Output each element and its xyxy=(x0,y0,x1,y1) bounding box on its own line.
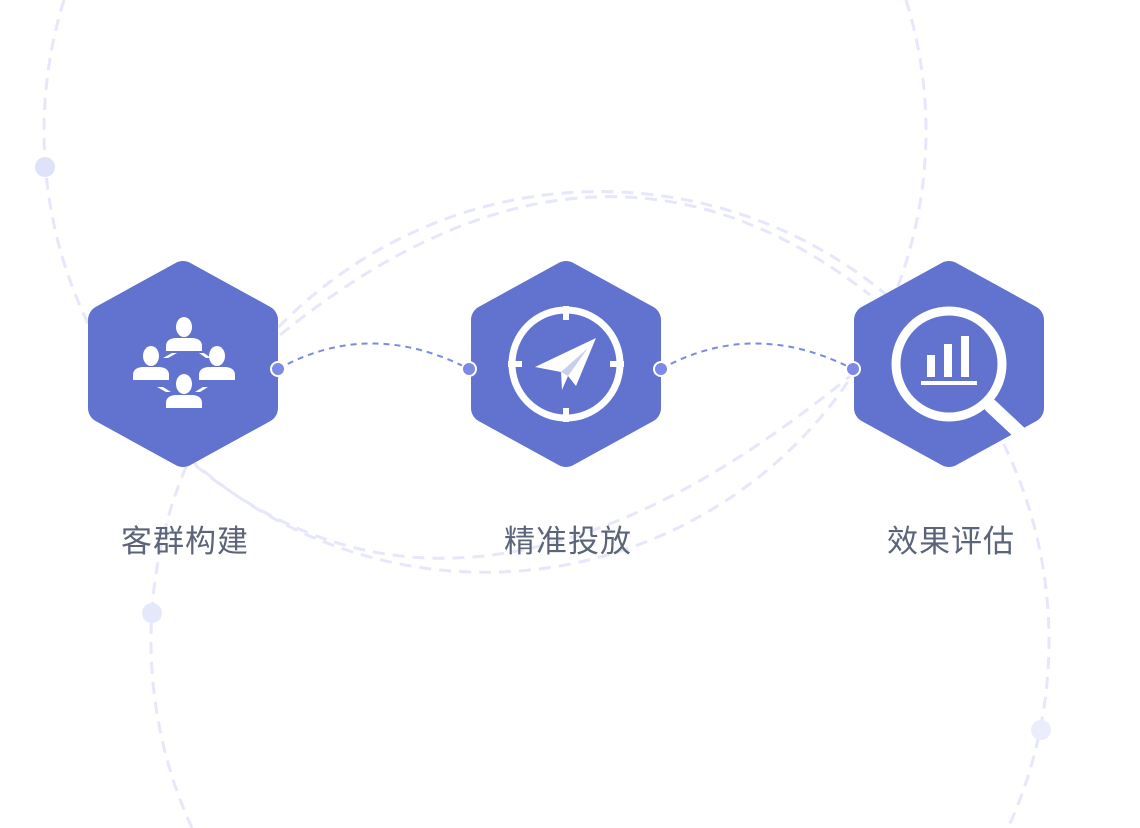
magnifier-chart-icon xyxy=(891,306,1030,443)
step-label-3: 效果评估 xyxy=(887,524,1015,560)
step-label-2: 精准投放 xyxy=(504,524,632,560)
background-dot xyxy=(35,157,55,177)
connector-node xyxy=(461,361,477,377)
connector-node xyxy=(845,361,861,377)
hexagon-step-3 xyxy=(869,276,1029,452)
connector-2-3 xyxy=(660,342,854,370)
background-dot xyxy=(1031,720,1051,740)
background-arc-middle-lower xyxy=(194,370,856,560)
people-network-icon xyxy=(133,317,235,408)
background-arc-bottom xyxy=(149,190,1051,828)
hexagon-step-1 xyxy=(103,276,263,452)
hexagon-step-2 xyxy=(486,276,646,452)
background-arc-middle-upper xyxy=(279,195,871,337)
connector-node xyxy=(270,361,286,377)
connector-node xyxy=(653,361,669,377)
background-arc-top xyxy=(42,0,928,574)
background-dot xyxy=(142,603,162,623)
connector-1-2 xyxy=(277,342,470,370)
paper-plane-target-icon xyxy=(508,306,624,422)
step-label-1: 客群构建 xyxy=(121,524,249,560)
